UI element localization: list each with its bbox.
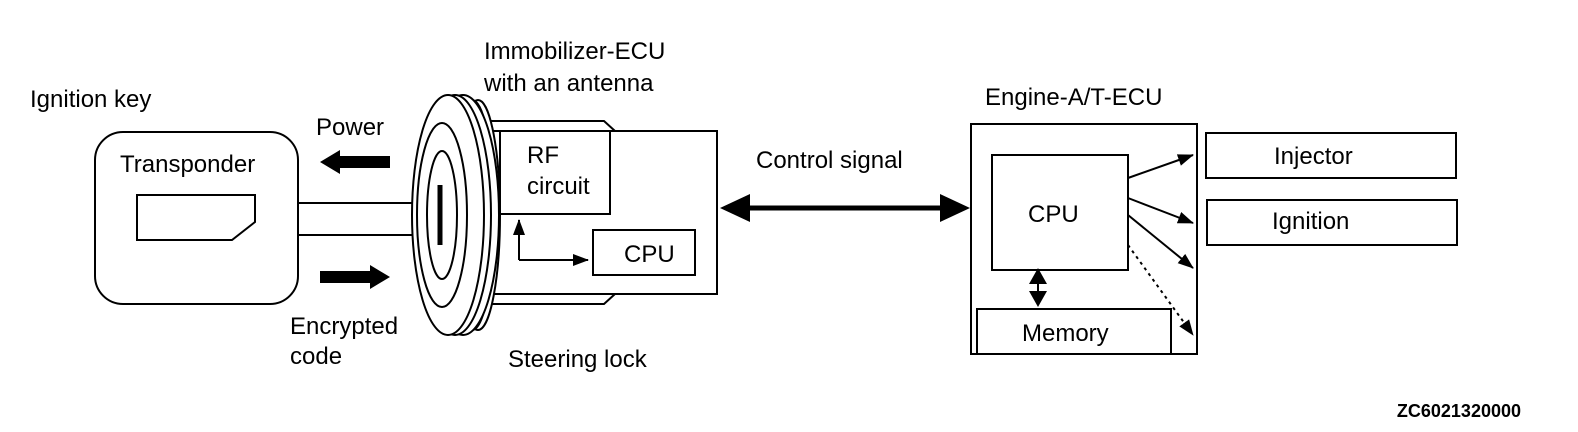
- encrypted-code-label-line2: code: [290, 343, 342, 370]
- engine-ecu-label: Engine-A/T-ECU: [985, 84, 1162, 111]
- ignition-box: [1206, 199, 1458, 246]
- transponder-label: Transponder: [120, 151, 255, 178]
- rf-circuit-label-line2: circuit: [527, 173, 590, 200]
- memory-label: Memory: [1022, 320, 1109, 347]
- immobilizer-label-line1: Immobilizer-ECU: [484, 38, 665, 65]
- ignition-label: Ignition: [1272, 208, 1349, 235]
- control-signal-arrow: [720, 194, 970, 222]
- cpu-to-injector-arrow: [1127, 154, 1194, 179]
- immobilizer-cpu-box: [592, 229, 696, 276]
- cpu-memory-link: [1029, 268, 1047, 307]
- memory-box: [976, 308, 1172, 355]
- immobilizer-ecu: [411, 94, 718, 336]
- transponder-chip: [136, 194, 256, 241]
- housing-bottom-edge: [478, 293, 616, 305]
- cpu-to-ignition-arrow: [1127, 197, 1194, 224]
- encrypted-code-label-line1: Encrypted: [290, 313, 398, 340]
- injector-box: [1205, 132, 1457, 179]
- immobilizer-cpu-label: CPU: [624, 241, 675, 268]
- immobilizer-label-line2: with an antenna: [483, 70, 654, 97]
- ignition-key-label: Ignition key: [30, 86, 151, 113]
- rf-circuit-label-line1: RF: [527, 142, 559, 169]
- injector-label: Injector: [1274, 143, 1353, 170]
- antenna-coil: [411, 94, 501, 336]
- control-signal-label: Control signal: [756, 147, 903, 174]
- rf-circuit-box: [499, 130, 611, 215]
- engine-ecu: [970, 123, 1198, 355]
- engine-cpu-label: CPU: [1028, 201, 1079, 228]
- cpu-output-arrow: [1127, 214, 1194, 269]
- steering-lock-label: Steering lock: [508, 346, 648, 373]
- housing-top-edge: [478, 120, 616, 132]
- encrypted-code-arrow: [320, 265, 390, 289]
- figure-code: ZC6021320000: [1397, 401, 1521, 421]
- power-arrow: [320, 150, 390, 174]
- engine-cpu-box: [991, 154, 1129, 271]
- cpu-output-dotted-arrow: [1127, 244, 1194, 336]
- power-label: Power: [316, 114, 384, 141]
